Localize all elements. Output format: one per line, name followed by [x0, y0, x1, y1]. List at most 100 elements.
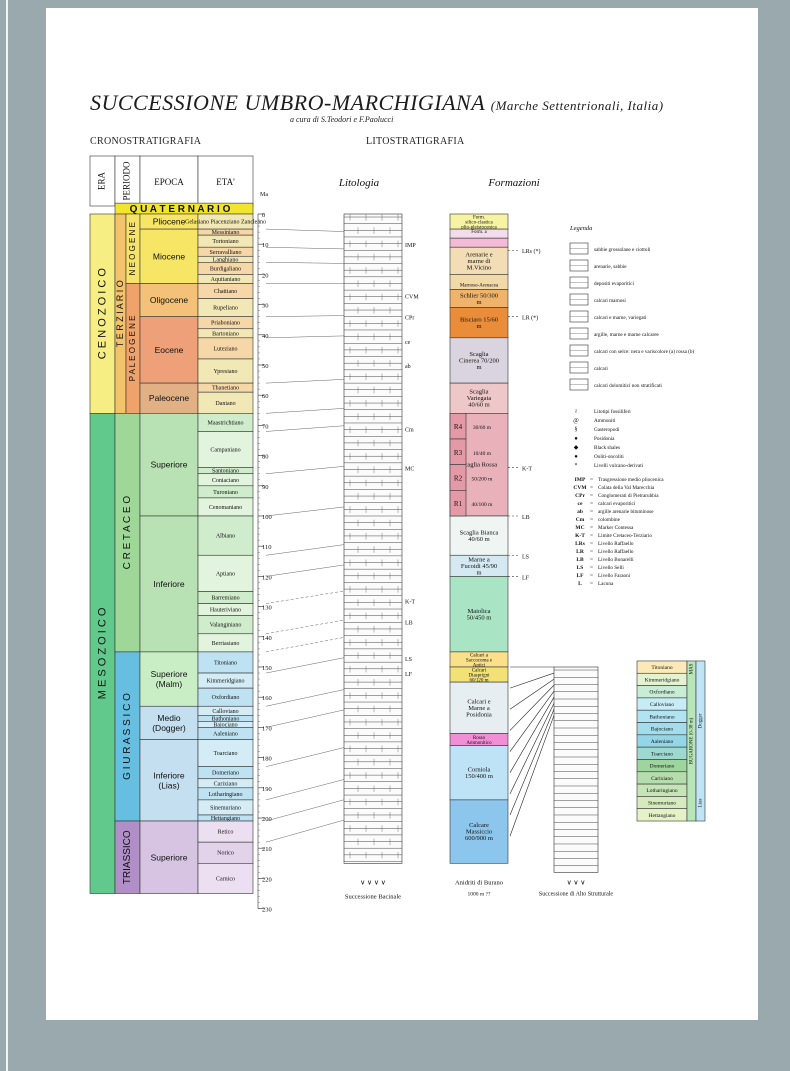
legend-abbr-eq: = [590, 517, 593, 523]
legend-abbr-text: Lacuna [598, 581, 614, 587]
right-stage-label: Aaleniano [651, 739, 674, 745]
stage-label: Burdigaliano [210, 266, 241, 272]
legend-abbr-eq: = [590, 493, 593, 499]
lithology-marker: Cm [405, 427, 414, 433]
legend-abbr-code: LB [576, 557, 584, 563]
lithology-marker: ab [405, 364, 411, 370]
legend-abbr-code: ce [578, 501, 583, 507]
ma-axis-label: Ma [260, 192, 268, 198]
label-anidriti-thickness: 1000 m ?? [468, 892, 491, 898]
ma-tick-label: 130 [262, 605, 272, 612]
legend-lithology-item: calcari [594, 366, 608, 372]
correlation-line [266, 262, 344, 263]
legend-fossil-item: Posidonia [594, 436, 615, 442]
legend-fossil-item: Livelli vulcano-derivati [594, 463, 644, 469]
legend-abbr-text: colombine [598, 517, 621, 523]
legend-fossil-icon: § [575, 427, 578, 433]
stage-label: Aquitaniano [211, 277, 241, 283]
formation-label: 40/60 m [468, 402, 490, 409]
legend-fossil-icon: * [575, 463, 578, 469]
epoch-label: Miocene [153, 251, 185, 261]
legend-lithology-item: calcari marnosi [594, 298, 626, 304]
stage-label: Carixiano [214, 781, 238, 787]
legend-fossil-icon: ≀ [575, 409, 577, 415]
stage-label: Hauteriviano [210, 608, 241, 614]
right-stage-label: Bathoniano [649, 714, 675, 720]
legend-lithology-item: arenarie, sabbie [594, 264, 627, 270]
legend-abbr-eq: = [590, 557, 593, 563]
era-header: ERA [97, 171, 107, 190]
legend-abbr-text: Livello Selli [598, 565, 624, 571]
legend-abbr-eq: = [590, 501, 593, 507]
right-side-label: BUGARONE (0-38 m) [690, 717, 695, 764]
legend-abbr-text: Marker Contessa [598, 525, 634, 531]
correlation-line [266, 565, 344, 576]
legend-abbr-text: Trasgressione medio pliocenica [598, 477, 664, 483]
stage-label: Carnico [216, 876, 235, 882]
correlation-line [266, 336, 344, 338]
stage-label: Ypresiano [213, 369, 237, 375]
epoch-label-sub: (Malm) [156, 679, 183, 689]
epoch-label: Inferiore [153, 579, 184, 589]
right-stage-label: Kimmeridgiano [645, 677, 680, 683]
stage-label: Barremiano [211, 596, 239, 602]
correlation-line [266, 316, 344, 317]
label-bacinale: Successione Bacinale [345, 894, 401, 901]
ma-tick-label: 20 [262, 272, 269, 279]
chart-sheet: SUCCESSIONE UMBRO-MARCHIGIANA (Marche Se… [46, 8, 758, 1020]
lithology-column [344, 214, 402, 863]
correlation-line [266, 779, 344, 799]
stage-label: Maastrichtiano [208, 420, 244, 426]
legend-fossil-icon: ◆ [574, 445, 579, 451]
formation-label: Scaglia Rossa [461, 462, 497, 469]
stage-label: Gelasiano Piacenziano Zancleano [185, 220, 266, 226]
period-header: PERIODO [122, 161, 132, 201]
formation-marker: LRs (*) [522, 248, 541, 255]
formation-label: Marnoso-Arenacea [460, 283, 499, 288]
formation-label: M.Vicino [467, 264, 492, 271]
scaglia-member-thickness: 40/100 m [472, 502, 494, 508]
scaglia-member-thickness: 50/200 m [472, 476, 494, 482]
legend-abbr-eq: = [590, 485, 593, 491]
legend-abbr-text: Livello Raffaello [598, 548, 634, 555]
formation-marker: LR (*) [522, 315, 538, 322]
ma-tick-label: 150 [262, 665, 272, 672]
legend-abbr-text: argille arenarie bituminose [598, 509, 654, 515]
era-label: M E S O Z O I C O [96, 607, 108, 699]
formation-marker: LB [522, 515, 530, 521]
stratigraphic-chart: ERAPERIODOEPOCAETA'Q U A T E R N A R I O… [46, 8, 758, 1020]
stage-label: Toarciano [214, 751, 238, 757]
legend-abbr-text: Livello Bonarelli [598, 557, 634, 563]
legend-abbr-eq: = [590, 533, 593, 539]
legend-abbr-code: K-T [575, 533, 585, 539]
scaglia-member-thickness: 30/60 m [473, 425, 492, 431]
right-stage-label: Domeriano [650, 764, 675, 770]
stage-label: Oxfordiano [212, 694, 240, 701]
alto-evaporite-symbols: ∨ ∨ ∨ [567, 878, 586, 886]
stage-label: Aptiano [216, 571, 235, 577]
correlation-line [266, 247, 344, 249]
correlation-line [266, 408, 344, 413]
age-header: ETA' [216, 177, 235, 187]
lithology-header: Litologia [338, 177, 380, 189]
ma-tick-label: 120 [262, 574, 272, 581]
right-stage-label: Titoniano [651, 665, 672, 671]
label-alto: Successione di Alto Strutturale [539, 892, 613, 898]
era-label: C E N O Z O I C O [96, 268, 108, 360]
alto-connector-line [510, 709, 554, 815]
legend-lithology-item: calcari con selce: nera e variscolore (a… [594, 348, 695, 355]
legend-fossil-item: Litotipi fossiliferi [594, 408, 631, 415]
scaglia-member-name: R2 [454, 474, 463, 482]
legend-fossil-icon: ● [574, 454, 578, 460]
formation-label: 600/900 m [465, 835, 493, 842]
legend-fossil-icon: @ [573, 418, 579, 424]
right-stage-label: Carixiano [651, 776, 673, 782]
legend-fossil-item: Ooliti-oncoliti [594, 454, 624, 460]
legend-fossil-icon: ● [574, 436, 578, 442]
legend-abbr-code: LRs [575, 541, 585, 547]
legend-abbr-text: Limite Cretaceo-Terziario [598, 533, 652, 539]
lithology-marker: ce [405, 340, 411, 346]
right-stage-label: Lotharingiano [646, 788, 677, 794]
correlation-line [266, 820, 344, 842]
ma-tick-label: 100 [262, 514, 272, 521]
